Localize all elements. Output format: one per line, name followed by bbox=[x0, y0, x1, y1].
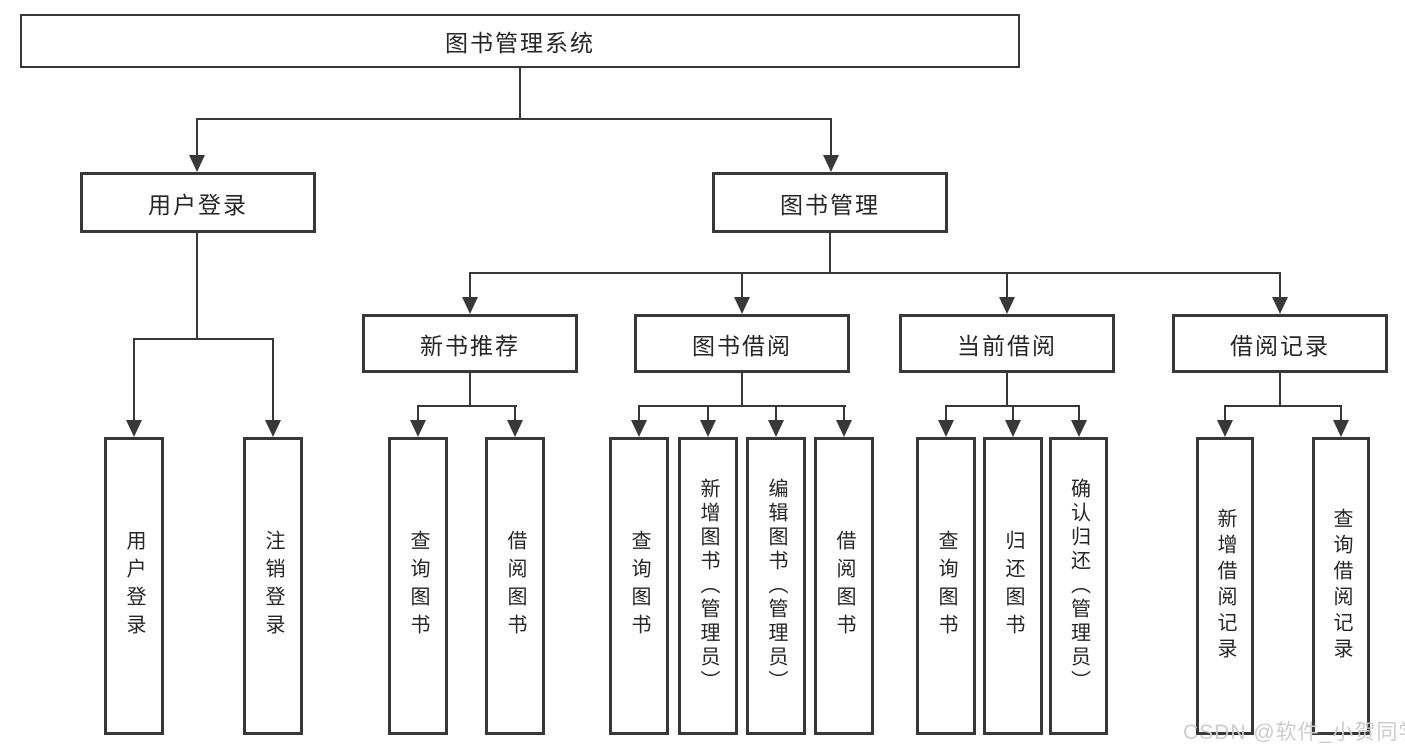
node-leaf-nb-query-label: 查询图书 bbox=[407, 530, 429, 642]
connector-drop-bb-edit bbox=[775, 405, 777, 421]
arrowhead-user-login bbox=[189, 155, 205, 172]
node-user-login-label: 用户登录 bbox=[148, 191, 248, 218]
connector-drop-br-query bbox=[1340, 405, 1342, 421]
connector-root-stub bbox=[519, 66, 521, 120]
connector-drop-user-login bbox=[196, 118, 198, 156]
connector-drop-current-borrow bbox=[1006, 272, 1008, 299]
node-leaf-nb-borrow-label: 借阅图书 bbox=[504, 530, 526, 642]
arrowhead-book-borrow bbox=[734, 297, 750, 314]
connector-drop-cb-query bbox=[945, 405, 947, 421]
arrowhead-new-books bbox=[462, 297, 478, 314]
node-leaf-cb-confirm: 确认归还（管理员） bbox=[1049, 437, 1108, 735]
arrowhead-bb-add bbox=[700, 420, 716, 437]
node-book-mgmt: 图书管理 bbox=[712, 172, 948, 233]
node-book-mgmt-label: 图书管理 bbox=[780, 191, 880, 218]
node-borrow-records-label: 借阅记录 bbox=[1230, 332, 1330, 359]
connector-drop-bb-add bbox=[707, 405, 709, 421]
connector-drop-cb-return bbox=[1012, 405, 1014, 421]
node-leaf-bb-add: 新增图书（管理员） bbox=[678, 437, 738, 735]
arrowhead-leaf-user-login bbox=[126, 420, 142, 437]
arrowhead-cb-return bbox=[1005, 420, 1021, 437]
arrowhead-current-borrow bbox=[999, 297, 1015, 314]
node-leaf-br-add-label: 新增借阅记录 bbox=[1214, 508, 1236, 664]
node-leaf-logout-label: 注销登录 bbox=[262, 530, 284, 642]
connector-user-login-stub bbox=[196, 231, 198, 340]
node-leaf-bb-add-label: 新增图书（管理员） bbox=[697, 478, 719, 694]
node-current-borrow-label: 当前借阅 bbox=[957, 332, 1057, 359]
arrowhead-bb-edit bbox=[768, 420, 784, 437]
connector-new-books-stub bbox=[469, 371, 471, 407]
arrowhead-leaf-logout bbox=[265, 420, 281, 437]
node-leaf-cb-return-label: 归还图书 bbox=[1002, 530, 1024, 642]
connector-user-login-bar bbox=[133, 338, 274, 340]
connector-drop-br-add bbox=[1224, 405, 1226, 421]
node-current-borrow: 当前借阅 bbox=[899, 314, 1115, 373]
connector-drop-leaf-logout bbox=[272, 338, 274, 421]
node-leaf-cb-confirm-label: 确认归还（管理员） bbox=[1067, 478, 1090, 694]
node-leaf-br-add: 新增借阅记录 bbox=[1196, 437, 1254, 735]
node-leaf-user-login: 用户登录 bbox=[104, 437, 164, 735]
node-leaf-bb-edit: 编辑图书（管理员） bbox=[746, 437, 806, 735]
node-new-books: 新书推荐 bbox=[362, 314, 578, 373]
connector-drop-new-books bbox=[469, 272, 471, 299]
connector-borrow-records-bar bbox=[1224, 405, 1342, 407]
node-leaf-br-query: 查询借阅记录 bbox=[1312, 437, 1370, 735]
connector-current-borrow-stub bbox=[1006, 371, 1008, 407]
node-leaf-user-login-label: 用户登录 bbox=[123, 530, 145, 642]
arrowhead-br-query bbox=[1333, 420, 1349, 437]
connector-drop-book-borrow bbox=[741, 272, 743, 299]
node-new-books-label: 新书推荐 bbox=[420, 332, 520, 359]
node-leaf-cb-query-label: 查询图书 bbox=[935, 530, 957, 642]
arrowhead-br-add bbox=[1217, 420, 1233, 437]
connector-book-borrow-stub bbox=[741, 371, 743, 407]
node-user-login: 用户登录 bbox=[80, 172, 316, 233]
connector-borrow-records-stub bbox=[1279, 371, 1281, 407]
connector-drop-nb-query bbox=[417, 405, 419, 421]
node-leaf-nb-borrow: 借阅图书 bbox=[485, 437, 545, 735]
connector-drop-nb-borrow bbox=[514, 405, 516, 421]
arrowhead-nb-borrow bbox=[507, 420, 523, 437]
node-book-borrow: 图书借阅 bbox=[634, 314, 850, 373]
arrowhead-bb-query bbox=[631, 420, 647, 437]
arrowhead-cb-confirm bbox=[1071, 420, 1087, 437]
arrowhead-book-mgmt bbox=[823, 155, 839, 172]
node-root-label: 图书管理系统 bbox=[445, 30, 595, 56]
connector-book-mgmt-stub bbox=[829, 231, 831, 274]
connector-book-borrow-bar bbox=[638, 405, 846, 407]
arrowhead-bb-borrow bbox=[836, 420, 852, 437]
node-root: 图书管理系统 bbox=[20, 14, 1020, 68]
connector-drop-cb-confirm bbox=[1078, 405, 1080, 421]
node-leaf-bb-borrow: 借阅图书 bbox=[814, 437, 874, 735]
connector-drop-leaf-user-login bbox=[133, 338, 135, 421]
connector-drop-book-mgmt bbox=[830, 118, 832, 156]
node-leaf-logout: 注销登录 bbox=[243, 437, 303, 735]
arrowhead-borrow-records bbox=[1272, 297, 1288, 314]
node-book-borrow-label: 图书借阅 bbox=[692, 332, 792, 359]
connector-drop-bb-borrow bbox=[843, 405, 845, 421]
connector-new-books-bar bbox=[417, 405, 517, 407]
arrowhead-cb-query bbox=[938, 420, 954, 437]
node-leaf-bb-edit-label: 编辑图书（管理员） bbox=[765, 478, 787, 694]
connector-drop-borrow-records bbox=[1279, 272, 1281, 299]
node-leaf-nb-query: 查询图书 bbox=[388, 437, 448, 735]
node-borrow-records: 借阅记录 bbox=[1172, 314, 1388, 373]
node-leaf-bb-query-label: 查询图书 bbox=[628, 530, 650, 642]
node-leaf-bb-query: 查询图书 bbox=[609, 437, 669, 735]
arrowhead-nb-query bbox=[410, 420, 426, 437]
csdn-watermark: CSDN @软件_小贺同学 bbox=[1183, 721, 1405, 744]
node-leaf-br-query-label: 查询借阅记录 bbox=[1330, 508, 1352, 664]
node-leaf-cb-query: 查询图书 bbox=[916, 437, 976, 735]
node-leaf-cb-return: 归还图书 bbox=[983, 437, 1043, 735]
connector-level3-bar bbox=[469, 272, 1281, 274]
connector-drop-bb-query bbox=[638, 405, 640, 421]
connector-level2-bar bbox=[196, 118, 832, 120]
node-leaf-bb-borrow-label: 借阅图书 bbox=[833, 530, 855, 642]
